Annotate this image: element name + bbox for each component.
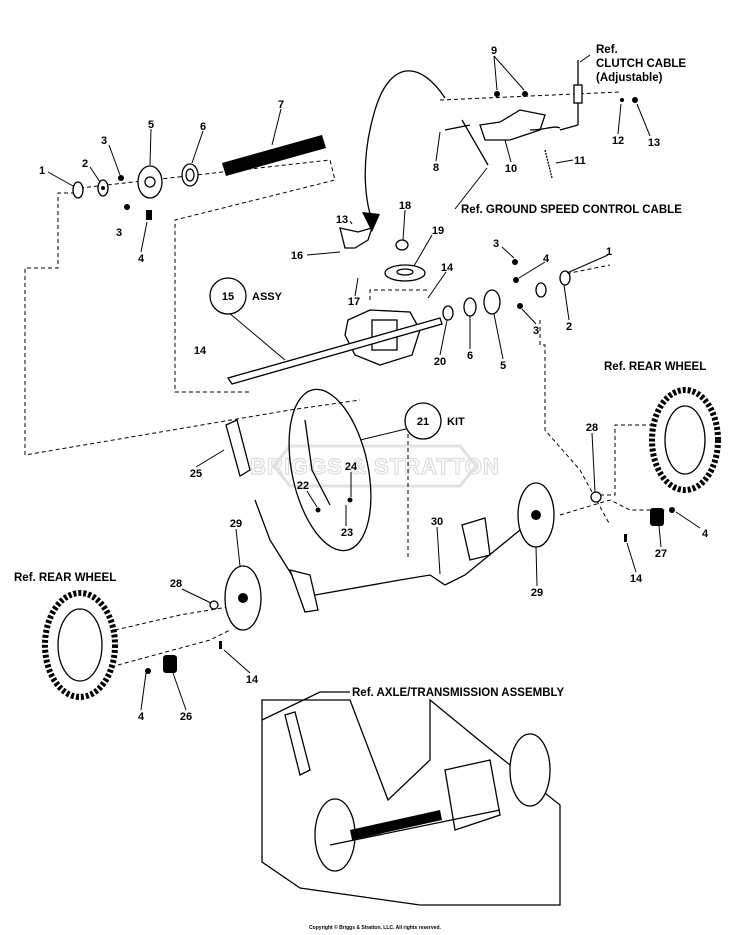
callout-20: 20 xyxy=(434,356,446,368)
callout-3: 3 xyxy=(493,238,499,250)
kit-group xyxy=(225,388,372,552)
callout-17: 17 xyxy=(348,296,360,308)
svg-text:21: 21 xyxy=(417,416,429,428)
callout-9: 9 xyxy=(491,45,497,57)
callout-22: 22 xyxy=(297,480,309,492)
callout-11: 11 xyxy=(574,155,586,167)
svg-text:BRIGGS & STRATTON: BRIGGS & STRATTON xyxy=(250,454,500,479)
ref-clutch-cable-3: (Adjustable) xyxy=(596,72,663,84)
watermark-logo: BRIGGS & STRATTON xyxy=(250,444,500,488)
callout-14: 14 xyxy=(194,345,207,357)
ref-ground-speed-cable: Ref. GROUND SPEED CONTROL CABLE xyxy=(461,204,682,216)
assy-callout: 15 ASSY xyxy=(209,277,283,315)
callout-29: 29 xyxy=(531,587,543,599)
callout-27: 27 xyxy=(655,548,667,560)
copyright: Copyright © Briggs & Stratton, LLC. All … xyxy=(309,924,441,931)
callout-19: 19 xyxy=(432,225,444,237)
callout-25: 25 xyxy=(190,468,202,480)
left-bearing-group xyxy=(72,135,326,220)
callout-2: 2 xyxy=(82,158,88,170)
clutch-bracket-group xyxy=(362,60,638,232)
callout-14: 14 xyxy=(246,674,259,686)
transmission xyxy=(226,227,571,385)
callout-30: 30 xyxy=(431,516,443,528)
callout-2: 2 xyxy=(566,321,572,333)
callout-1: 1 xyxy=(606,246,612,258)
ref-rear-wheel-right: Ref. REAR WHEEL xyxy=(604,361,706,373)
ref-axle-assembly: Ref. AXLE/TRANSMISSION ASSEMBLY xyxy=(352,687,564,699)
ref-clutch-cable-1: Ref. xyxy=(596,44,618,56)
callout-4: 4 xyxy=(543,253,550,265)
callout-8: 8 xyxy=(433,162,439,174)
callout-14: 14 xyxy=(630,573,643,585)
callout-5: 5 xyxy=(500,360,506,372)
ref-rear-wheel-left: Ref. REAR WHEEL xyxy=(14,572,116,584)
callout-13: 13 xyxy=(336,214,348,226)
callout-16: 16 xyxy=(291,250,303,262)
svg-text:KIT: KIT xyxy=(447,416,465,428)
callout-1: 1 xyxy=(39,165,45,177)
callout-12: 12 xyxy=(612,135,624,147)
callout-4: 4 xyxy=(138,711,145,723)
callout-4: 4 xyxy=(702,528,709,540)
svg-text:ASSY: ASSY xyxy=(252,291,283,303)
svg-text:15: 15 xyxy=(222,291,234,303)
callout-29: 29 xyxy=(230,518,242,530)
callout-14: 14 xyxy=(441,262,454,274)
callout-18: 18 xyxy=(399,200,411,212)
axle-assembly-inset xyxy=(261,691,561,906)
axle-and-wheels xyxy=(42,387,721,700)
dashed-guides xyxy=(24,91,665,666)
callout-3: 3 xyxy=(101,135,107,147)
leader-lines xyxy=(47,54,701,711)
callout-3: 3 xyxy=(116,227,122,239)
callout-6: 6 xyxy=(467,350,473,362)
callout-13: 13 xyxy=(648,137,660,149)
callout-23: 23 xyxy=(341,527,353,539)
callout-6: 6 xyxy=(200,121,206,133)
callout-labels: 1 2 3 5 6 7 3 4 9 8 10 11 12 13 13 16 18… xyxy=(39,45,709,723)
ref-clutch-cable-2: CLUTCH CABLE xyxy=(596,58,686,70)
callout-28: 28 xyxy=(170,578,182,590)
callout-24: 24 xyxy=(345,461,358,473)
kit-callout: 21 KIT xyxy=(404,402,465,440)
callout-26: 26 xyxy=(180,711,192,723)
callout-7: 7 xyxy=(278,99,284,111)
callout-5: 5 xyxy=(148,119,154,131)
callout-10: 10 xyxy=(505,163,517,175)
callout-3: 3 xyxy=(533,325,539,337)
callout-28: 28 xyxy=(586,422,598,434)
callout-4: 4 xyxy=(138,253,145,265)
